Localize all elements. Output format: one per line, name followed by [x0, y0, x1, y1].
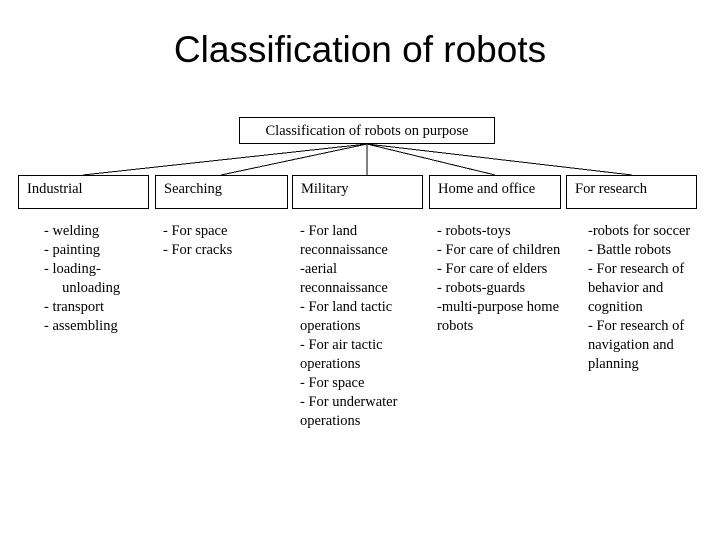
list-item: -multi-purpose home robots	[437, 299, 563, 334]
list-item: - For care of elders	[437, 261, 548, 277]
bullet-list-industrial: - welding - painting - loading- unloadin…	[26, 222, 168, 336]
list-item: - transport	[44, 299, 104, 315]
list-item: -aerial reconnaissance	[300, 261, 388, 296]
list-item: - robots-guards	[437, 280, 526, 296]
list-item: - assembling	[44, 318, 118, 334]
list-item: - For cracks	[163, 242, 233, 258]
list-item: - For air tactic operations	[300, 337, 387, 372]
list-item: - For research of navigation and plannin…	[588, 318, 688, 372]
list-item: - For research of behavior and cognition	[588, 261, 688, 315]
category-box-home-and-office[interactable]: Home and office	[429, 175, 561, 209]
bullet-list-home-and-office: - robots-toys - For care of children - F…	[437, 222, 563, 336]
list-item: - robots-toys	[437, 223, 511, 239]
connector-line-industrial	[82, 143, 368, 176]
list-item: - For care of children	[437, 242, 561, 258]
list-item: - Battle robots	[588, 242, 671, 258]
connector-line-for-research	[366, 143, 633, 176]
category-box-for-research[interactable]: For research	[566, 175, 697, 209]
list-item: - welding	[44, 223, 100, 239]
page-title: Classification of robots	[173, 29, 547, 70]
bullet-list-military: - For land reconnaissance -aerial reconn…	[300, 222, 424, 431]
connector-line-home-and-office	[366, 143, 496, 176]
list-item: - For land tactic operations	[300, 299, 396, 334]
list-item: - For land reconnaissance	[300, 223, 388, 258]
bullet-list-searching: - For space - For cracks	[163, 222, 289, 260]
list-item: - For space	[163, 223, 228, 239]
category-box-searching[interactable]: Searching	[155, 175, 288, 209]
root-node-box[interactable]: Classification of robots on purpose	[239, 117, 495, 144]
bullet-list-for-research: -robots for soccer - Battle robots - For…	[588, 222, 693, 374]
list-item: - painting	[44, 242, 100, 258]
list-item: - For underwater operations	[300, 394, 402, 429]
category-box-industrial[interactable]: Industrial	[18, 175, 149, 209]
category-box-military[interactable]: Military	[292, 175, 423, 209]
connector-line-searching	[220, 143, 368, 176]
list-item: -robots for soccer	[588, 223, 691, 239]
list-item: - For space	[300, 375, 365, 391]
list-item: - loading- unloading	[44, 261, 121, 296]
